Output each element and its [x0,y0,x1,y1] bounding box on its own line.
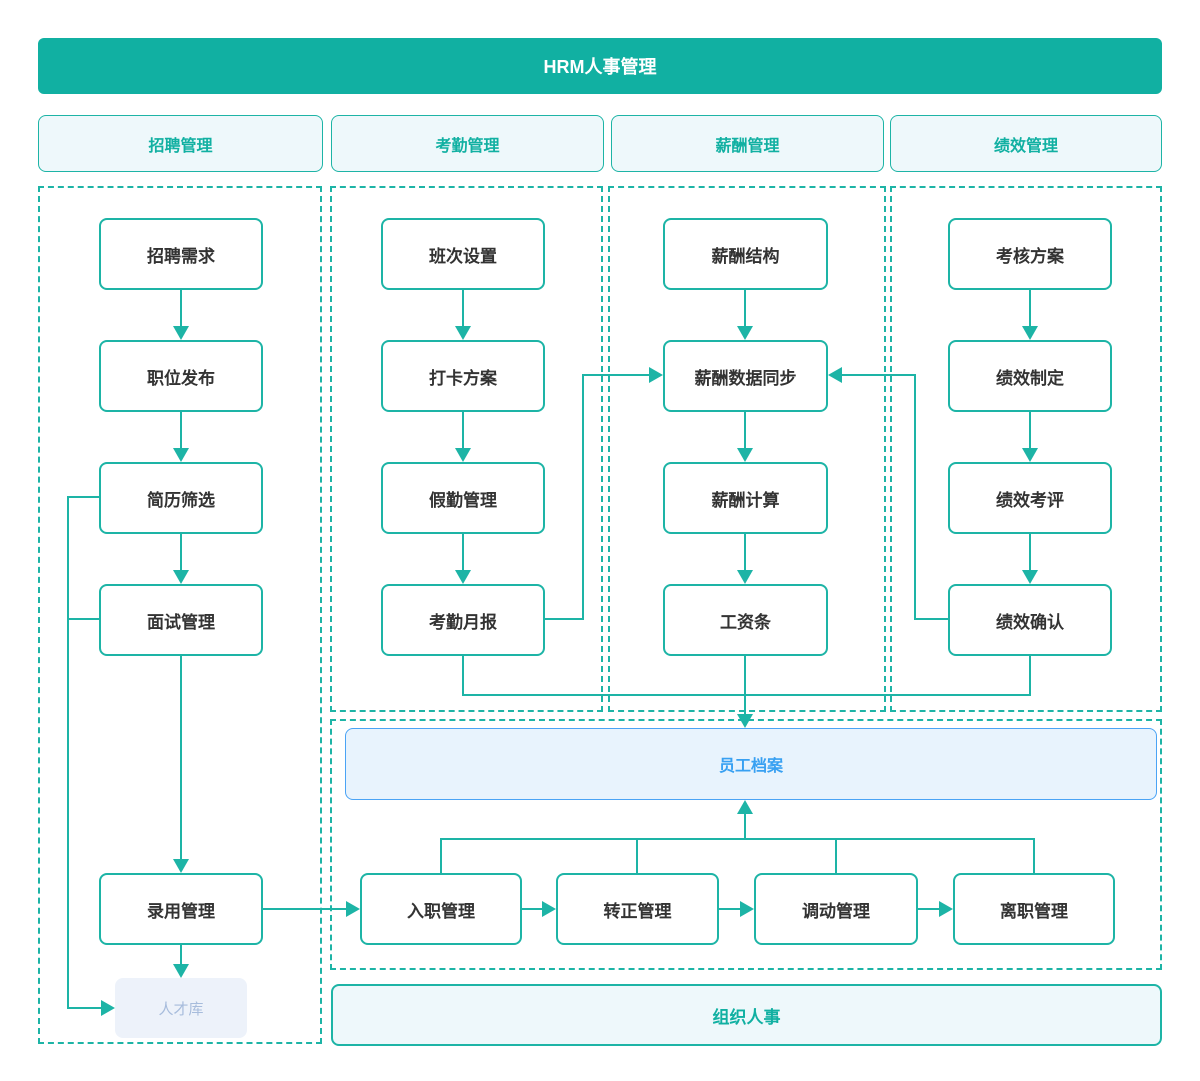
node-job-posting[interactable]: 职位发布 [99,340,263,412]
column-header-compensation[interactable]: 薪酬管理 [611,115,884,172]
connector-segment [915,618,948,620]
node-talent-pool[interactable]: 人才库 [115,978,247,1038]
node-payslip[interactable]: 工资条 [663,584,828,656]
connector-segment [522,908,542,910]
connector-segment [582,374,584,620]
connector-segment [1029,290,1031,326]
node-hiring-management[interactable]: 录用管理 [99,873,263,945]
arrowhead-down-icon [1022,326,1038,340]
connector-segment [842,374,915,376]
attendance-lane [330,186,603,712]
connector-segment [545,618,583,620]
node-assessment-plan[interactable]: 考核方案 [948,218,1112,290]
arrowhead-down-icon [173,326,189,340]
connector-segment [263,908,346,910]
arrowhead-right-icon [542,901,556,917]
node-recruitment-demand[interactable]: 招聘需求 [99,218,263,290]
column-header-recruitment[interactable]: 招聘管理 [38,115,323,172]
column-header-attendance[interactable]: 考勤管理 [331,115,604,172]
arrowhead-right-icon [346,901,360,917]
arrowhead-down-icon [455,448,471,462]
node-salary-structure[interactable]: 薪酬结构 [663,218,828,290]
node-onboarding[interactable]: 入职管理 [360,873,522,945]
arrowhead-right-icon [101,1000,115,1016]
compensation-lane [608,186,886,712]
node-regularization[interactable]: 转正管理 [556,873,719,945]
arrowhead-down-icon [455,570,471,584]
connector-segment [914,374,916,620]
connector-segment [67,496,69,1009]
arrowhead-down-icon [173,570,189,584]
node-performance-evaluation[interactable]: 绩效考评 [948,462,1112,534]
connector-segment [462,656,464,696]
node-attendance-monthly-report[interactable]: 考勤月报 [381,584,545,656]
connector-segment [744,412,746,448]
node-resume-screening[interactable]: 简历筛选 [99,462,263,534]
connector-segment [462,694,1031,696]
connector-segment [1033,838,1035,873]
connector-segment [1029,412,1031,448]
connector-segment [180,290,182,326]
connector-segment [1029,534,1031,570]
connector-segment [462,412,464,448]
connector-segment [180,656,182,859]
node-performance-planning[interactable]: 绩效制定 [948,340,1112,412]
node-employee-archive[interactable]: 员工档案 [345,728,1157,800]
arrowhead-left-icon [828,367,842,383]
connector-segment [68,496,99,498]
recruitment-lane [38,186,322,1044]
connector-segment [918,908,939,910]
connector-segment [744,290,746,326]
arrowhead-down-icon [455,326,471,340]
column-header-performance[interactable]: 绩效管理 [890,115,1162,172]
node-resignation[interactable]: 离职管理 [953,873,1115,945]
node-shift-setting[interactable]: 班次设置 [381,218,545,290]
connector-segment [462,290,464,326]
arrowhead-up-icon [737,800,753,814]
connector-segment [462,534,464,570]
arrowhead-down-icon [173,964,189,978]
connector-segment [180,945,182,964]
arrowhead-right-icon [740,901,754,917]
connector-segment [180,534,182,570]
diagram-title[interactable]: HRM人事管理 [38,38,1162,94]
arrowhead-down-icon [173,448,189,462]
arrowhead-down-icon [1022,570,1038,584]
arrowhead-down-icon [1022,448,1038,462]
node-interview-management[interactable]: 面试管理 [99,584,263,656]
arrowhead-down-icon [173,859,189,873]
arrowhead-down-icon [737,326,753,340]
arrowhead-down-icon [737,714,753,728]
arrowhead-right-icon [649,367,663,383]
connector-segment [744,656,746,714]
node-leave-attendance[interactable]: 假勤管理 [381,462,545,534]
connector-segment [582,374,649,376]
performance-lane [890,186,1162,712]
node-salary-data-sync[interactable]: 薪酬数据同步 [663,340,828,412]
connector-segment [744,534,746,570]
arrowhead-down-icon [737,570,753,584]
connector-segment [180,412,182,448]
connector-segment [440,838,442,873]
connector-segment [1029,656,1031,696]
connector-segment [719,908,740,910]
node-performance-confirmation[interactable]: 绩效确认 [948,584,1112,656]
node-clockin-plan[interactable]: 打卡方案 [381,340,545,412]
connector-segment [744,813,746,840]
arrowhead-right-icon [939,901,953,917]
connector-segment [835,838,837,873]
node-salary-calculation[interactable]: 薪酬计算 [663,462,828,534]
connector-segment [440,838,1035,840]
connector-segment [636,838,638,873]
node-transfer[interactable]: 调动管理 [754,873,918,945]
connector-segment [68,618,99,620]
arrowhead-down-icon [737,448,753,462]
connector-segment [68,1007,101,1009]
node-organization-hr[interactable]: 组织人事 [331,984,1162,1046]
